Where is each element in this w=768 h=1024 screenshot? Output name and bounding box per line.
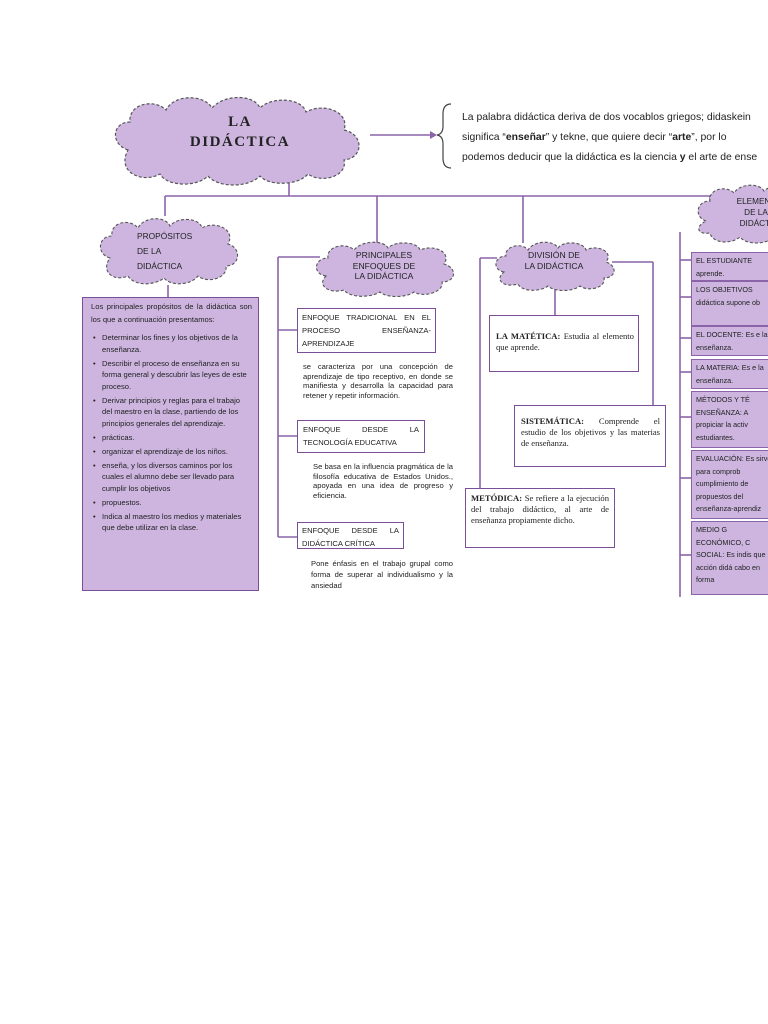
division-sistematica-term: SISTEMÁTICA: [521, 416, 585, 426]
division-cloud [495, 241, 615, 292]
division-cloud-line: DIVISIÓN DE [527, 250, 581, 260]
elemento-materia: LA MATERIA: Es e la enseñanza. [691, 359, 768, 389]
propositos-item: propuestos. [93, 497, 252, 509]
definition-text: La palabra didáctica deriva de dos vocab… [462, 108, 768, 168]
propositos-cloud-line: DIDÁCTICA [137, 261, 183, 271]
definition-text-part: ” y tekne, que quiere decir “ [545, 132, 673, 143]
propositos-intro: Los principales propósitos de la didácti… [91, 302, 252, 324]
definition-text-part: y [679, 152, 686, 163]
propositos-cloud-label: PROPÓSITOS DE LA DIDÁCTICA [137, 229, 192, 274]
propositos-item: Describir el proceso de enseñanza en su … [93, 358, 252, 393]
enfoque-tradicional-desc: se caracteriza por una concepción de apr… [303, 362, 453, 400]
propositos-cloud-line: DE LA [137, 246, 162, 256]
propositos-cloud-line: PROPÓSITOS [137, 231, 193, 241]
propositos-item: Determinar los fines y los objetivos de … [93, 332, 252, 355]
propositos-box: Los principales propósitos de la didácti… [82, 297, 259, 591]
elementos-cloud-label: ELEMENT DE LA DIDÁCTI [716, 196, 768, 229]
elemento-metodos: MÉTODOS Y TÉ ENSEÑANZA: A propiciar la a… [691, 391, 768, 448]
definition-text-part: significa “ [462, 132, 506, 143]
main-title-line1: LA [228, 114, 252, 130]
division-matetica-term: LA MATÉTICA: [496, 331, 561, 341]
title-cloud [114, 96, 360, 186]
division-cloud-label: DIVISIÓN DE LA DIDÁCTICA [506, 250, 602, 272]
definition-keyword-arte: arte [672, 132, 692, 143]
propositos-item: enseña, y los diversos caminos por los c… [93, 460, 252, 495]
elemento-docente: EL DOCENTE: Es e la enseñanza. [691, 326, 768, 356]
enfoque-tradicional-box: ENFOQUE TRADICIONAL EN EL PROCESO ENSEÑA… [297, 308, 436, 353]
division-metodica-box: METÓDICA: Se refiere a la ejecución del … [465, 488, 615, 548]
definition-line-3: podemos deducir que la didáctica es la c… [462, 148, 768, 168]
enfoques-cloud-line: ENFOQUES DE [352, 260, 416, 271]
enfoques-cloud-label: PRINCIPALES ENFOQUES DE LA DIDÁCTICA [330, 250, 438, 282]
definition-text-part: ”, por lo [691, 132, 727, 143]
elemento-objetivos: LOS OBJETIVOS didáctica supone ob [691, 281, 768, 326]
division-matetica-desc: Estudia al elemento que aprende. [496, 331, 634, 352]
enfoques-cloud [315, 241, 455, 298]
elemento-estudiante: EL ESTUDIANTE aprende. [691, 252, 768, 281]
elementos-cloud-line: ELEMENT [736, 197, 768, 206]
elemento-medio: MEDIO G ECONÓMICO, C SOCIAL: Es indis qu… [691, 521, 768, 595]
propositos-cloud [99, 218, 239, 285]
main-title-line2: DIDÁCTICA [189, 134, 291, 150]
division-sistematica-box: SISTEMÁTICA: Comprende el estudio de los… [514, 405, 666, 467]
division-metodica-desc: Se refiere a la ejecución del trabajo di… [471, 493, 609, 525]
division-sistematica-desc: Comprende el estudio de los objetivos y … [521, 416, 660, 448]
propositos-item: prácticas. [93, 432, 252, 444]
division-metodica-term: METÓDICA: [471, 493, 523, 503]
division-matetica-box: LA MATÉTICA: Estudia al elemento que apr… [489, 315, 639, 372]
propositos-item: organizar el aprendizaje de los niños. [93, 446, 252, 458]
propositos-list: Determinar los fines y los objetivos de … [91, 332, 252, 534]
elementos-cloud-line: DIDÁCTI [739, 219, 768, 228]
elemento-evaluacion: EVALUACIÓN: Es sirve para comprob cumpli… [691, 450, 768, 519]
elementos-cloud [697, 184, 768, 244]
main-title: LA DIDÁCTICA [140, 112, 340, 152]
enfoque-tecnologia-desc: Se basa en la influencia pragmática de l… [313, 462, 453, 500]
enfoque-tecnologia-box: ENFOQUE DESDE LA TECNOLOGÍA EDUCATIVA [297, 420, 425, 453]
definition-line-2: significa “enseñar” y tekne, que quiere … [462, 128, 768, 148]
propositos-item: Indica al maestro los medios y materiale… [93, 511, 252, 534]
definition-text-part: el arte de ense [685, 152, 758, 163]
enfoque-critica-desc: Pone énfasis en el trabajo grupal como f… [311, 559, 453, 590]
definition-keyword-ensenar: enseñar [505, 132, 546, 143]
division-cloud-line: LA DIDÁCTICA [524, 261, 584, 271]
definition-line-1: La palabra didáctica deriva de dos vocab… [462, 112, 751, 123]
definition-text-part: podemos deducir que la didáctica es la c… [462, 152, 680, 163]
enfoques-cloud-line: LA DIDÁCTICA [354, 271, 414, 281]
elementos-cloud-line: DE LA [744, 208, 768, 217]
propositos-item: Derivar principios y reglas para el trab… [93, 395, 252, 430]
enfoque-critica-box: ENFOQUE DESDE LA DIDÁCTICA CRÍTICA [297, 522, 404, 549]
enfoques-cloud-line: PRINCIPALES [355, 250, 413, 260]
